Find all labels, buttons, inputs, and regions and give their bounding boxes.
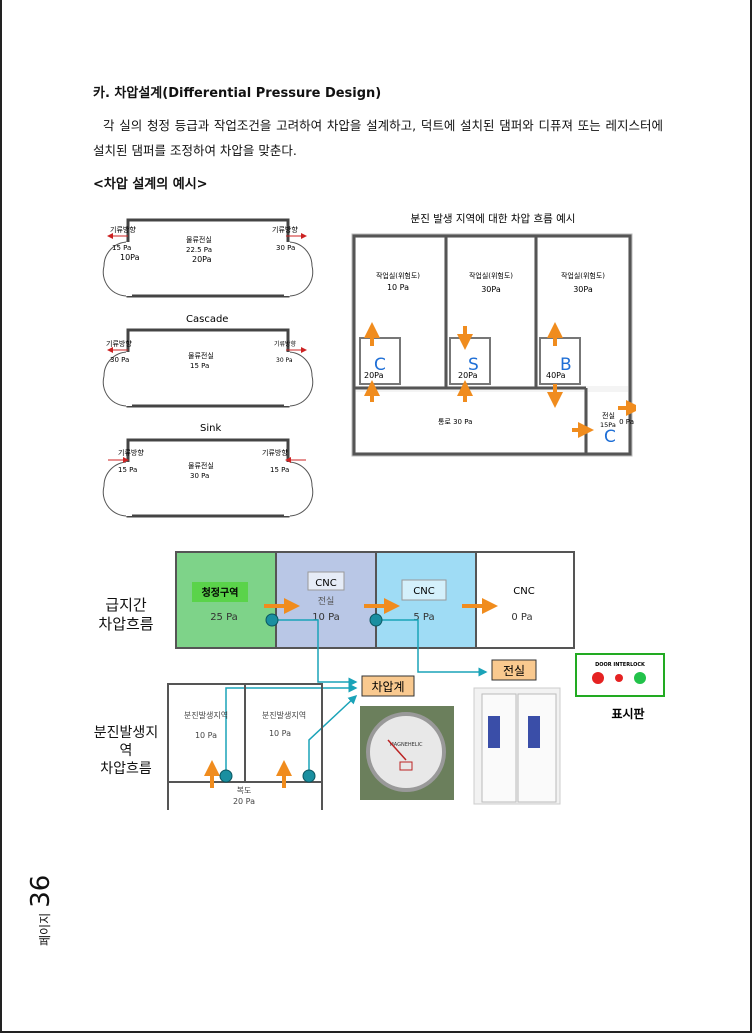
svg-text:CNC: CNC (513, 586, 534, 597)
page-number: 페이지 36 (26, 866, 56, 946)
svg-text:10 Pa: 10 Pa (387, 283, 409, 292)
svg-text:분진발생지역: 분진발생지역 (184, 710, 228, 720)
dust-rooms: 분진발생지역 10 Pa 분진발생지역 10 Pa 복도 20 Pa (167, 683, 323, 810)
svg-text:25 Pa: 25 Pa (210, 612, 238, 623)
svg-text:DOOR INTERLOCK: DOOR INTERLOCK (595, 662, 646, 668)
flow-arrows (364, 322, 636, 438)
cascade-airlock: 기류방향 기류방향 30 Pa 물류전실 15 Pa 30 Pa (102, 328, 314, 408)
svg-text:기류방향: 기류방향 (118, 448, 144, 457)
svg-text:15 Pa: 15 Pa (118, 466, 137, 474)
svg-text:10 Pa: 10 Pa (195, 731, 217, 740)
flow-figure: 급지간 차압흐름 분진발생지 역 차압흐름 청정구역 25 Pa CNC 전실 … (88, 548, 668, 810)
room-3: 작업실(위험도) 30Pa (561, 271, 605, 294)
airflow-label: 기류방향 (272, 225, 298, 234)
svg-text:청정구역: 청정구역 (202, 586, 239, 599)
svg-text:15 Pa: 15 Pa (270, 466, 289, 474)
svg-text:0 Pa: 0 Pa (511, 612, 532, 623)
svg-text:차압계: 차압계 (371, 680, 404, 694)
anteroom-letter: S (468, 355, 479, 375)
sink-airlock: 기류방향 기류방향 15 Pa 물류전실 30 Pa 15 Pa (102, 438, 314, 518)
svg-text:10 Pa: 10 Pa (312, 612, 340, 623)
svg-text:10 Pa: 10 Pa (269, 729, 291, 738)
room-1: 작업실(위험도) 10 Pa (376, 271, 420, 292)
anteroom-photo: 전실 (473, 659, 561, 805)
page-number-value: 36 (26, 874, 56, 908)
dust-title: 분진 발생 지역에 대한 차압 흐름 예시 (411, 212, 576, 225)
svg-text:40Pa: 40Pa (546, 371, 566, 380)
svg-text:30 Pa: 30 Pa (190, 472, 209, 480)
svg-text:30 Pa: 30 Pa (276, 244, 295, 252)
svg-text:22.5 Pa: 22.5 Pa (186, 246, 212, 254)
zone-clean: 청정구역 25 Pa (175, 551, 277, 649)
exit-letter: C (604, 427, 616, 447)
svg-text:30Pa: 30Pa (481, 285, 501, 294)
zone-cnc-0: CNC 0 Pa (475, 551, 575, 649)
svg-text:작업실(위험도): 작업실(위험도) (469, 271, 513, 280)
svg-text:기류방향: 기류방향 (262, 448, 288, 457)
airflow-label: 기류방향 (110, 225, 136, 234)
zone-cnc-5: CNC 5 Pa (375, 551, 477, 649)
airlock-diagram: 기류방향 기류방향 15 Pa 10Pa 물류전실 22.5 Pa 20Pa 3… (102, 218, 314, 518)
svg-text:기류방향: 기류방향 (274, 340, 297, 348)
svg-text:20 Pa: 20 Pa (233, 797, 255, 806)
zone-cnc-anteroom: CNC 전실 10 Pa (275, 551, 377, 649)
svg-text:0 Pa: 0 Pa (619, 418, 634, 426)
anteroom-letter: C (374, 355, 386, 375)
svg-text:15Pa: 15Pa (600, 421, 616, 429)
sink-title: Sink (200, 423, 221, 434)
svg-text:표시판: 표시판 (611, 706, 644, 721)
example-title: <차압 설계의 예시> (93, 177, 208, 192)
svg-text:전실: 전실 (602, 411, 615, 420)
anteroom-letter: B (560, 355, 572, 375)
supply-flow-label: 급지간 차압흐름 (98, 596, 154, 633)
svg-text:30Pa: 30Pa (573, 285, 593, 294)
interlock-panel: DOOR INTERLOCK 표시판 (575, 653, 665, 721)
svg-text:15 Pa: 15 Pa (190, 362, 209, 370)
svg-text:기류방향: 기류방향 (106, 339, 132, 348)
svg-text:30 Pa: 30 Pa (110, 356, 129, 364)
svg-text:복도: 복도 (237, 786, 252, 795)
svg-text:20Pa: 20Pa (364, 371, 384, 380)
svg-text:작업실(위험도): 작업실(위험도) (376, 271, 420, 280)
svg-text:5 Pa: 5 Pa (413, 612, 434, 623)
svg-text:작업실(위험도): 작업실(위험도) (561, 271, 605, 280)
svg-text:30 Pa: 30 Pa (276, 357, 293, 364)
svg-text:CNC: CNC (413, 586, 434, 597)
page-label: 페이지 (38, 912, 52, 946)
pressure-gauge: 차압계 MAGNEHELIC (360, 675, 454, 800)
dust-area-diagram: 분진 발생 지역에 대한 차압 흐름 예시 작업실(위험도) 10 Pa 작업실… (351, 212, 636, 457)
svg-text:물류전실: 물류전실 (188, 461, 214, 470)
svg-text:물류전실: 물류전실 (186, 235, 212, 244)
dust-flow-label: 분진발생지 역 차압흐름 (93, 725, 159, 777)
room-2: 작업실(위험도) 30Pa (469, 271, 513, 294)
bubble-airlock: 기류방향 기류방향 15 Pa 10Pa 물류전실 22.5 Pa 20Pa 3… (102, 218, 314, 298)
section-heading: 카. 차압설계(Differential Pressure Design) (93, 86, 382, 101)
svg-text:전실: 전실 (318, 596, 335, 607)
svg-text:20Pa: 20Pa (458, 371, 478, 380)
svg-text:20Pa: 20Pa (192, 255, 212, 264)
body-paragraph: 각 실의 청정 등급과 작업조건을 고려하여 차압을 설계하고, 덕트에 설치된… (93, 118, 663, 158)
svg-text:CNC: CNC (315, 578, 336, 589)
cascade-title: Cascade (186, 314, 228, 325)
svg-text:분진발생지역: 분진발생지역 (262, 710, 306, 720)
svg-text:15 Pa: 15 Pa (112, 244, 131, 252)
svg-text:물류전실: 물류전실 (188, 351, 214, 360)
svg-text:전실: 전실 (503, 664, 525, 678)
svg-text:통로 30 Pa: 통로 30 Pa (438, 418, 472, 426)
svg-text:MAGNEHELIC: MAGNEHELIC (389, 742, 423, 748)
svg-text:10Pa: 10Pa (120, 253, 140, 262)
